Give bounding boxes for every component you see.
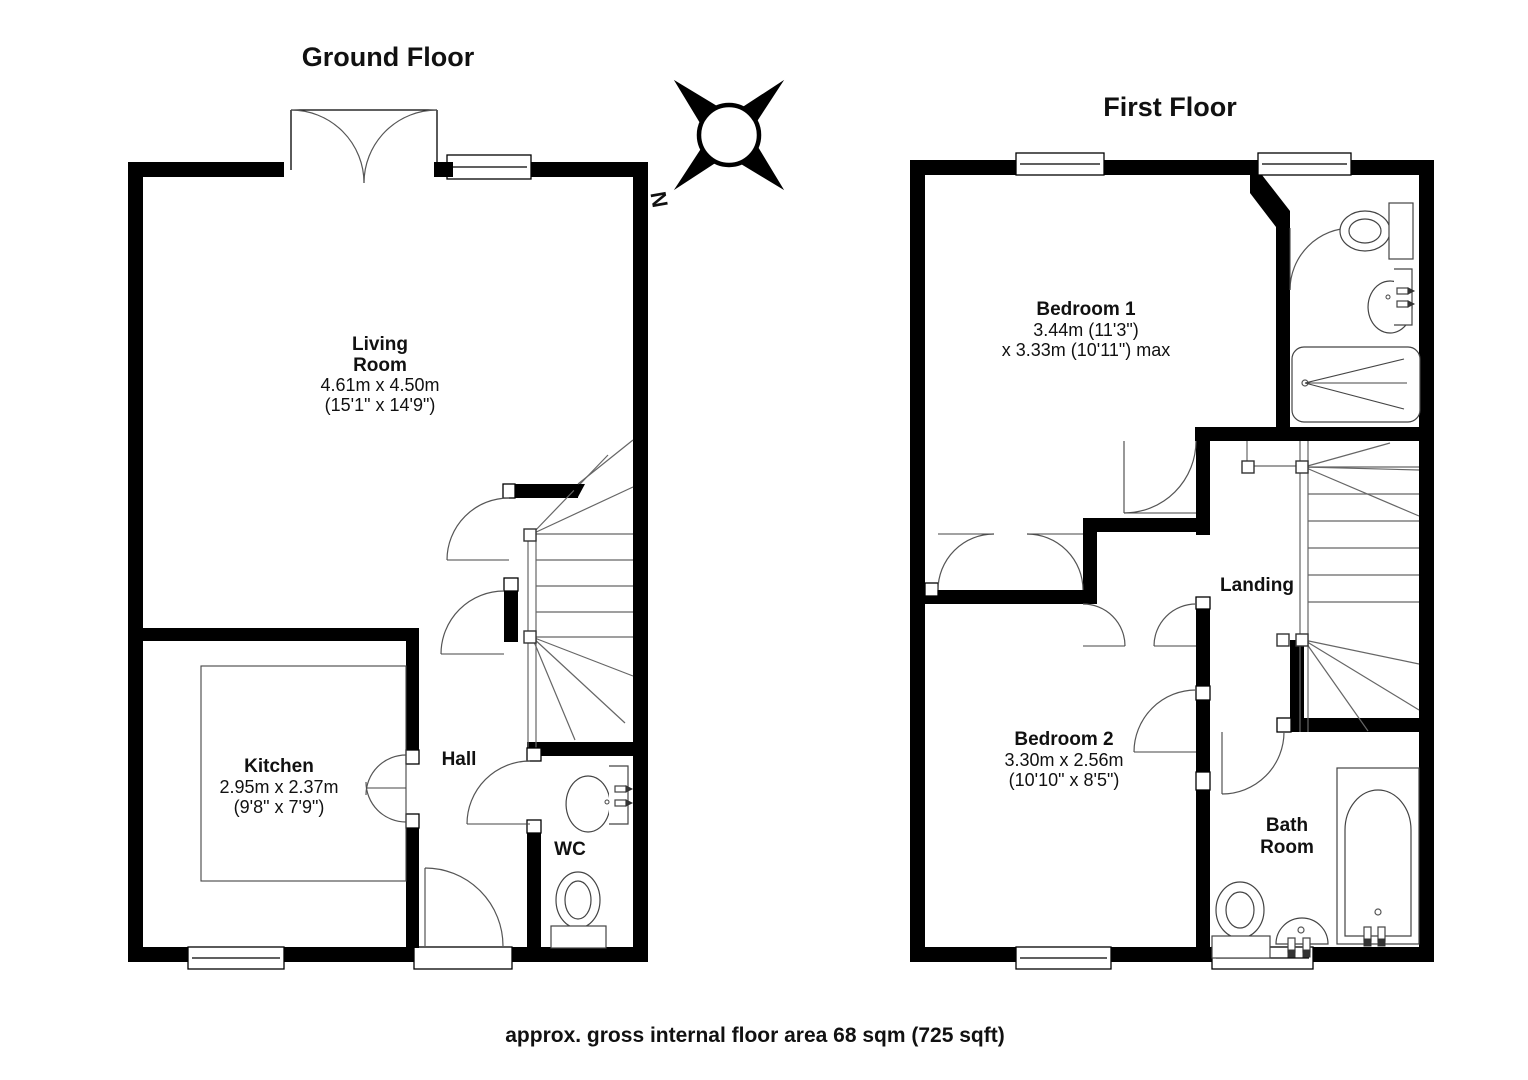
bedroom-1-door[interactable] xyxy=(1123,440,1197,514)
bedroom-1-dim-imperial: x 3.33m (10'11") max xyxy=(1002,340,1171,360)
first-floor-title: First Floor xyxy=(1103,92,1237,122)
bedroom-2-dim-imperial: (10'10" x 8'5") xyxy=(1009,770,1120,790)
bedroom-1-label-group: Bedroom 1 3.44m (11'3") x 3.33m (10'11")… xyxy=(1002,299,1171,360)
living-room-label-group: Living Room 4.61m x 4.50m (15'1" x 14'9"… xyxy=(320,334,439,415)
kitchen-label-group: Kitchen 2.95m x 2.37m (9'8" x 7'9") xyxy=(219,756,338,817)
ground-internal-walls xyxy=(143,484,635,948)
bedroom-2-door[interactable] xyxy=(1133,685,1211,791)
first-staircase xyxy=(1241,441,1420,732)
hall-name: Hall xyxy=(442,749,477,770)
first-internal-walls xyxy=(925,175,1420,948)
ensuite-toilet xyxy=(1339,202,1414,260)
hall-living-door[interactable] xyxy=(440,577,519,655)
living-room-dim-imperial: (15'1" x 14'9") xyxy=(325,395,436,415)
front-door[interactable] xyxy=(424,867,504,947)
living-room-name-line1: Living xyxy=(352,334,408,355)
bath-tub xyxy=(1336,767,1420,947)
wc-toilet xyxy=(550,871,607,949)
landing-cupboard-doors[interactable] xyxy=(1082,596,1211,647)
bathroom-door[interactable] xyxy=(1221,717,1292,795)
bathroom-basin xyxy=(1275,917,1329,958)
ground-staircase xyxy=(523,439,634,755)
living-room-dim-metric: 4.61m x 4.50m xyxy=(320,375,439,395)
bedroom-1-dim-metric: 3.44m (11'3") xyxy=(1033,320,1139,340)
wc-name: WC xyxy=(554,839,586,860)
first-floor-plan: Bedroom 1 3.44m (11'3") x 3.33m (10'11")… xyxy=(910,152,1434,970)
compass-hub xyxy=(696,102,762,168)
ground-floor-title: Ground Floor xyxy=(302,42,475,72)
living-room-door[interactable] xyxy=(446,483,516,561)
stairs-up-arrow xyxy=(570,484,585,497)
bath-room-name-line2: Room xyxy=(1260,837,1314,858)
bedroom-1-wardrobe-doors[interactable] xyxy=(924,533,1084,597)
bedroom-2-name: Bedroom 2 xyxy=(1014,729,1113,750)
bath-room-name-line1: Bath xyxy=(1266,815,1308,836)
first-outer-walls xyxy=(910,160,1434,962)
north-compass-rose: N xyxy=(646,79,785,209)
landing-name: Landing xyxy=(1220,575,1294,596)
compass-north-label: N xyxy=(646,189,673,209)
floor-area-note: approx. gross internal floor area 68 sqm… xyxy=(505,1024,1004,1047)
kitchen-dim-metric: 2.95m x 2.37m xyxy=(219,777,338,797)
kitchen-name: Kitchen xyxy=(244,756,314,777)
bedroom-2-dim-metric: 3.30m x 2.56m xyxy=(1004,750,1123,770)
living-room-french-doors[interactable] xyxy=(290,109,438,184)
ground-outer-walls xyxy=(128,162,648,962)
wc-door[interactable] xyxy=(466,747,542,834)
shower-tray xyxy=(1291,346,1421,423)
bath-room-label-group: Bath Room xyxy=(1260,815,1314,858)
wc-basin xyxy=(565,765,634,833)
bathroom-toilet xyxy=(1211,881,1271,959)
ensuite-basin xyxy=(1367,268,1416,334)
kitchen-worktop xyxy=(200,665,407,882)
ground-floor-plan: Living Room 4.61m x 4.50m (15'1" x 14'9"… xyxy=(128,109,648,970)
living-room-name-line2: Room xyxy=(353,355,407,376)
bedroom-2-label-group: Bedroom 2 3.30m x 2.56m (10'10" x 8'5") xyxy=(1004,729,1123,790)
bedroom-1-name: Bedroom 1 xyxy=(1036,299,1136,320)
kitchen-dim-imperial: (9'8" x 7'9") xyxy=(234,797,325,817)
ground-windows xyxy=(187,154,532,970)
